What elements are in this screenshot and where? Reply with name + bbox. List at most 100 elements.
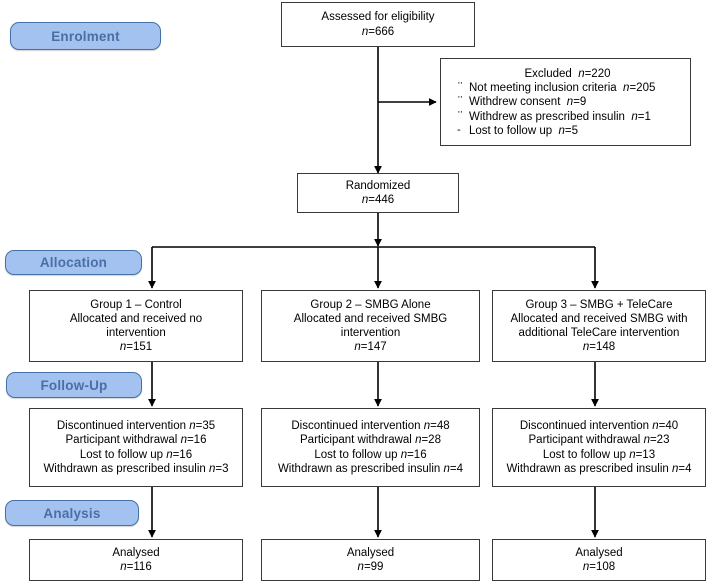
- assessed-title: Assessed for eligibility: [321, 11, 435, 24]
- excluded-reason-text: Withdrew consent: [469, 96, 561, 109]
- excluded-reason: Not meeting inclusion criteria n=205: [455, 76, 656, 95]
- followup-row-text: Withdrawn as prescribed insulin: [506, 462, 669, 475]
- group-line: Allocated and received SMBG with: [510, 312, 688, 325]
- excluded-reason: Withdrew consent n=9: [455, 90, 586, 109]
- node-analysed-group-1: Analysed n=116: [29, 539, 243, 581]
- followup-row-n-value: =4: [449, 462, 464, 475]
- followup-row-text: Participant withdrawal: [300, 434, 412, 447]
- excluded-n-value: =220: [584, 68, 611, 80]
- stage-badge-enrolment: Enrolment: [10, 22, 161, 50]
- followup-row-text: Lost to follow up: [542, 448, 626, 461]
- excluded-n-label: n: [578, 68, 585, 80]
- analysed-title: Analysed: [346, 546, 395, 559]
- followup-row: Discontinued intervention n=35: [57, 419, 215, 433]
- excluded-title: Excluded n=220: [455, 67, 680, 81]
- group-line: Group 2 – SMBG Alone: [310, 298, 431, 311]
- followup-row-text: Lost to follow up: [314, 448, 398, 461]
- followup-row-text: Discontinued intervention: [56, 420, 186, 433]
- followup-row-text: Participant withdrawal: [65, 434, 178, 447]
- excluded-reason-n-label: n: [566, 96, 574, 109]
- analysed-title: Analysed: [575, 546, 623, 559]
- excluded-reason-text: Not meeting inclusion criteria: [469, 82, 617, 95]
- followup-row: Discontinued intervention n=40: [520, 419, 678, 433]
- followup-row: Discontinued intervention n=48: [291, 419, 449, 433]
- followup-row-n-value: =35: [195, 420, 216, 433]
- followup-row: Lost to follow up n=13: [543, 448, 655, 462]
- analysed-n-value: =116: [126, 561, 152, 573]
- node-followup-group-2: Discontinued intervention n=48 Participa…: [261, 408, 480, 487]
- followup-row-n-value: =48: [430, 420, 450, 433]
- excluded-reason-n-value: =5: [564, 124, 579, 137]
- excluded-reason-text: Withdrew as prescribed insulin: [469, 110, 625, 123]
- group-line: Allocated and received SMBG: [293, 312, 448, 325]
- node-analysed-group-2: Analysed n=99: [261, 539, 480, 581]
- excluded-reason-n-value: =1: [637, 110, 651, 123]
- node-randomized: Randomized n=446: [297, 173, 459, 213]
- assessed-count: n=666: [362, 25, 394, 39]
- followup-row-text: Discontinued intervention: [291, 420, 421, 433]
- followup-row: Lost to follow up n=16: [80, 448, 192, 462]
- excluded-reason: Withdrew as prescribed insulin n=1: [455, 105, 651, 124]
- followup-row-text: Withdrawn as prescribed insulin: [277, 462, 441, 475]
- followup-row-n-value: =28: [421, 434, 441, 447]
- group-count: n=147: [354, 340, 386, 354]
- node-group-3-allocation: Group 3 – SMBG + TeleCare Allocated and …: [492, 290, 706, 362]
- group-line: intervention: [340, 327, 401, 339]
- group-line: Group 3 – SMBG + TeleCare: [525, 298, 673, 311]
- group-count: n=151: [120, 340, 152, 354]
- excluded-reason-n-label: n: [631, 110, 638, 123]
- group-count: n=148: [583, 340, 615, 354]
- excluded-title-text: Excluded: [524, 68, 572, 80]
- group-line: Group 1 – Control: [90, 298, 182, 311]
- randomized-count: n=446: [362, 193, 394, 207]
- excluded-reason: Lost to follow up n=5: [455, 123, 579, 138]
- excluded-reason-n-label: n: [558, 124, 565, 137]
- analysed-count: n=99: [358, 560, 384, 574]
- group-n-value: =148: [589, 341, 616, 354]
- followup-row-text: Lost to follow up: [79, 448, 163, 461]
- assessed-n-label: n: [361, 25, 369, 38]
- analysed-n-value: =108: [589, 561, 616, 573]
- followup-row-n-value: =23: [649, 434, 670, 447]
- node-group-2-allocation: Group 2 – SMBG Alone Allocated and recei…: [261, 290, 480, 362]
- followup-row-text: Participant withdrawal: [528, 434, 641, 447]
- stage-badge-allocation: Allocation: [5, 250, 142, 275]
- followup-row-n-value: =4: [678, 462, 692, 475]
- followup-row-n-label: n: [643, 434, 650, 447]
- stage-badge-analysis: Analysis: [5, 500, 139, 526]
- followup-row-text: Discontinued intervention: [519, 420, 649, 433]
- analysed-n-label: n: [120, 561, 127, 573]
- assessed-n-value: =666: [368, 25, 395, 38]
- node-excluded: Excluded n=220 Not meeting inclusion cri…: [440, 58, 691, 146]
- followup-row-n-value: =13: [635, 448, 656, 461]
- followup-row-n-value: =16: [407, 448, 427, 461]
- followup-row-n-label: n: [652, 420, 659, 433]
- followup-row-n-label: n: [180, 434, 187, 447]
- excluded-reason-n-value: =205: [629, 82, 656, 95]
- analysed-count: n=116: [120, 560, 151, 574]
- group-n-value: =147: [360, 341, 387, 354]
- randomized-n-value: =446: [368, 194, 395, 206]
- stage-label-allocation: Allocation: [39, 255, 108, 270]
- followup-row: Withdrawn as prescribed insulin n=4: [278, 462, 463, 476]
- followup-row: Participant withdrawal n=16: [66, 433, 207, 447]
- followup-row-n-label: n: [415, 434, 422, 447]
- group-n-label: n: [119, 341, 127, 354]
- followup-row-n-label: n: [443, 462, 450, 475]
- group-n-label: n: [582, 341, 590, 354]
- node-followup-group-3: Discontinued intervention n=40 Participa…: [492, 408, 706, 487]
- followup-row-n-label: n: [166, 448, 173, 461]
- excluded-reason-n-label: n: [623, 82, 630, 95]
- followup-row: Withdrawn as prescribed insulin n=4: [506, 462, 691, 476]
- analysed-n-value: =99: [363, 561, 384, 573]
- stage-badge-follow-up: Follow-Up: [6, 372, 142, 398]
- node-assessed-for-eligibility: Assessed for eligibility n=666: [281, 2, 475, 47]
- followup-row: Participant withdrawal n=28: [300, 433, 441, 447]
- randomized-n-label: n: [361, 194, 369, 206]
- followup-row: Withdrawn as prescribed insulin n=3: [43, 462, 228, 476]
- followup-row-n-label: n: [423, 420, 431, 433]
- followup-row-n-label: n: [629, 448, 636, 461]
- group-line: additional TeleCare intervention: [518, 327, 680, 339]
- group-n-value: =151: [126, 341, 153, 354]
